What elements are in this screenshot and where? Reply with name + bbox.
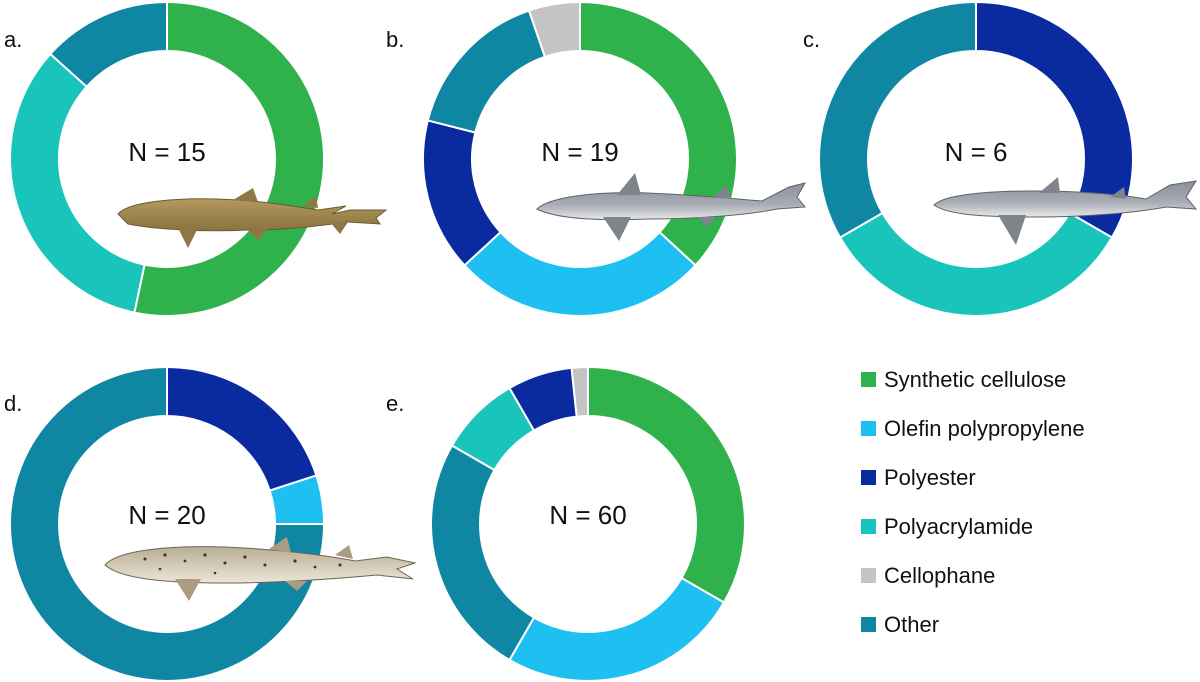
legend-label-other: Other <box>884 612 939 637</box>
donut-slice-synthetic-cellulose <box>133 0 325 317</box>
center-label-c: N = 6 <box>945 137 1008 167</box>
legend-swatch-cellophane <box>861 568 876 583</box>
center-label-a: N = 15 <box>128 137 205 167</box>
legend-label-cellophane: Cellophane <box>884 563 995 588</box>
legend-label-polyacrylamide: Polyacrylamide <box>884 514 1033 539</box>
dogfish-grey-icon <box>536 173 807 241</box>
legend: Synthetic cellulose Olefin polypropylene… <box>861 367 1085 637</box>
catshark-spotted-icon <box>104 537 417 601</box>
donut-slice-polyacrylamide <box>838 211 1114 318</box>
donut-slice-polyacrylamide <box>9 52 146 314</box>
donut-panel-c <box>818 0 1135 318</box>
catshark-brown-icon <box>117 188 388 248</box>
donut-slice-cellophane <box>570 365 589 418</box>
center-label-e: N = 60 <box>549 500 626 530</box>
donut-slice-polyester <box>975 0 1135 239</box>
donut-slice-olefin-polypropylene <box>463 230 697 317</box>
donut-panel-d <box>9 365 326 682</box>
donut-slice-cellophane <box>527 0 581 59</box>
donut-slice-polyester <box>166 365 318 492</box>
center-label-d: N = 20 <box>128 500 205 530</box>
donut-slice-other <box>48 0 168 89</box>
donut-panel-e <box>430 365 746 682</box>
legend-swatch-polyester <box>861 470 876 485</box>
donut-slice-olefin-polypropylene <box>508 576 726 682</box>
legend-swatch-polyacrylamide <box>861 519 876 534</box>
legend-label-polyester: Polyester <box>884 465 976 490</box>
panel-label-a: a. <box>4 27 22 52</box>
center-label-b: N = 19 <box>541 137 618 167</box>
panel-label-b: b. <box>386 27 404 52</box>
donut-slice-other <box>426 9 547 134</box>
donut-slice-other <box>818 0 977 239</box>
panel-label-c: c. <box>803 27 820 52</box>
legend-label-synthetic-cellulose: Synthetic cellulose <box>884 367 1066 392</box>
panel-label-e: e. <box>386 391 404 416</box>
legend-swatch-other <box>861 617 876 632</box>
panel-label-d: d. <box>4 391 22 416</box>
donut-slice-synthetic-cellulose <box>579 0 738 267</box>
legend-swatch-olefin-polypropylene <box>861 421 876 436</box>
donut-slice-synthetic-cellulose <box>587 365 746 604</box>
donut-slice-other <box>430 444 536 662</box>
legend-label-olefin-polypropylene: Olefin polypropylene <box>884 416 1085 441</box>
donut-slice-other <box>9 365 326 682</box>
donut-panel-a <box>9 0 325 317</box>
spurdog-icon <box>933 177 1198 245</box>
donut-slice-polyester <box>422 119 502 267</box>
legend-swatch-synthetic-cellulose <box>861 372 876 387</box>
